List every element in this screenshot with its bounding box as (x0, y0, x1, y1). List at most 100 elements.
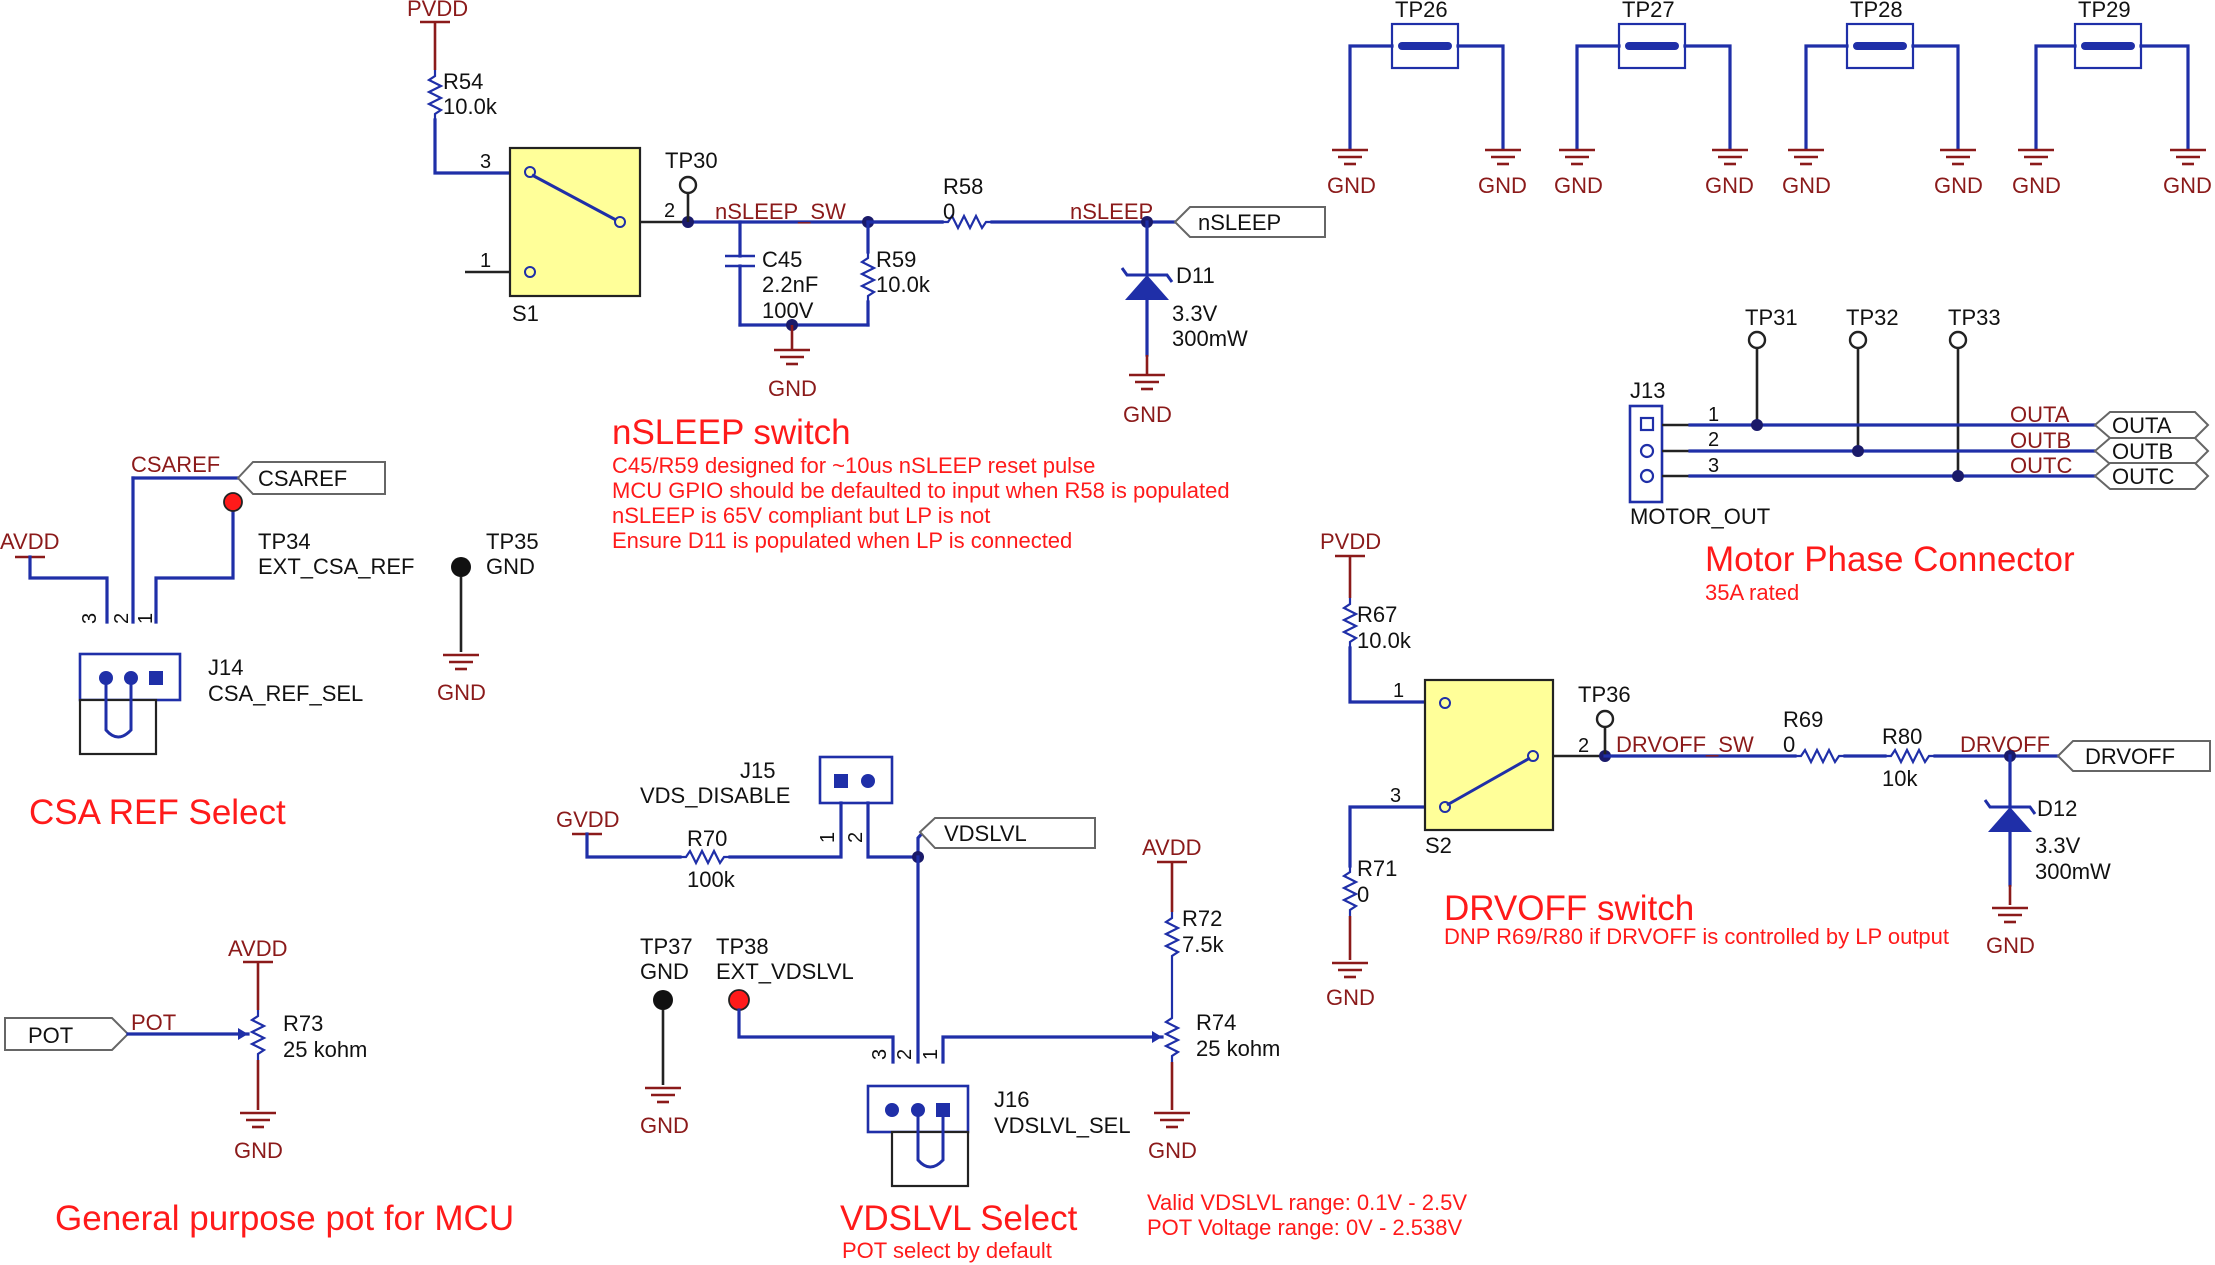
j14-jumper-icon (78, 698, 158, 756)
outb-flag-text: OUTB (2112, 439, 2173, 464)
pot-flag-icon (4, 1017, 130, 1051)
gnd-label-r73: GND (234, 1138, 283, 1163)
outa-flag-text: OUTA (2112, 413, 2172, 438)
c45-voltage: 100V (762, 298, 814, 323)
gnd-label-d12: GND (1986, 933, 2035, 958)
vdslvl-range2: POT Voltage range: 0V - 2.538V (1147, 1215, 1462, 1240)
j14-pin3: 3 (79, 613, 101, 624)
j15-pin2: 2 (845, 832, 867, 843)
vdslvl-section: J15 VDS_DISABLE GVDD R70 100k 1 2 VDSLVL… (556, 755, 1467, 1263)
avdd-label-r72: AVDD (1142, 835, 1202, 860)
tp36-ref: TP36 (1578, 682, 1631, 707)
r67-ref: R67 (1357, 602, 1397, 627)
gnd-icon-c45 (772, 348, 812, 366)
outc-flag-icon (2093, 462, 2210, 490)
motor-title: Motor Phase Connector (1705, 540, 2075, 579)
d12-zener-diode-icon (1988, 807, 2032, 832)
tp30-test-point-icon (678, 175, 698, 195)
gnd-icon-tp27b (1710, 148, 1750, 166)
j13-pin1: 1 (1708, 404, 1719, 426)
gnd-label-c45: GND (768, 376, 817, 401)
csaref-flag-icon (236, 461, 386, 495)
gnd-icon-d12 (1990, 906, 2030, 924)
s2-pin2: 2 (1578, 735, 1589, 757)
j16-pin3: 3 (869, 1049, 891, 1060)
j16-name: VDSLVL_SEL (994, 1113, 1131, 1138)
s1-pin3: 3 (480, 151, 491, 173)
c45-ref: C45 (762, 247, 802, 272)
r71-value: 0 (1357, 882, 1369, 907)
tp28-ref: TP28 (1850, 0, 1903, 22)
r69-ref: R69 (1783, 707, 1823, 732)
nsleep-note-4: Ensure D11 is populated when LP is conne… (612, 528, 1072, 553)
csaref-net: CSAREF (131, 452, 220, 477)
gnd-icon-tp29b (2168, 148, 2208, 166)
r74-ref: R74 (1196, 1010, 1236, 1035)
r59-ref: R59 (876, 247, 916, 272)
gnd-icon-tp28b (1938, 148, 1978, 166)
nsleep-flag-text: nSLEEP (1198, 210, 1281, 235)
s1-ref: S1 (512, 301, 539, 326)
vdslvl-flag-icon (918, 817, 1096, 849)
tp32-test-point-icon (1848, 330, 1868, 350)
tp26-group: TP26 GND GND (1327, 0, 1527, 198)
tp38-ref: TP38 (716, 934, 769, 959)
r72-ref: R72 (1182, 906, 1222, 931)
j16-jumper-icon (890, 1130, 970, 1188)
outc-flag-text: OUTC (2112, 464, 2174, 489)
tp29-ref: TP29 (2078, 0, 2131, 22)
r54-resistor-icon (427, 68, 443, 122)
tp34-test-point-icon (223, 492, 243, 512)
tp27-ref: TP27 (1622, 0, 1675, 22)
outa-net: OUTA (2010, 402, 2070, 427)
d11-value: 3.3V (1172, 301, 1218, 326)
tp37-test-point-icon (653, 990, 673, 1010)
gnd-label-tp26a: GND (1327, 173, 1376, 198)
nsleep-note-1: C45/R59 designed for ~10us nSLEEP reset … (612, 453, 1095, 478)
r71-resistor-icon (1342, 864, 1358, 918)
j14-pin1: 1 (135, 613, 157, 624)
s2-ref: S2 (1425, 833, 1452, 858)
nsleep-title: nSLEEP switch (612, 413, 851, 452)
tp33-test-point-icon (1948, 330, 1968, 350)
gnd-icon-tp37 (643, 1086, 683, 1104)
s2-pin3: 3 (1390, 785, 1401, 807)
tp36-test-point-icon (1595, 709, 1615, 729)
outb-net: OUTB (2010, 428, 2071, 453)
tp35-label: GND (486, 554, 535, 579)
gnd-label-tp28b: GND (1934, 173, 1983, 198)
r54-ref: R54 (443, 69, 483, 94)
vdslvl-flag-text: VDSLVL (944, 821, 1027, 846)
r73-value: 25 kohm (283, 1037, 367, 1062)
tp37-label: GND (640, 959, 689, 984)
nsleep-note-2: MCU GPIO should be defaulted to input wh… (612, 478, 1230, 503)
drvoff-section: PVDD R67 10.0k 1 3 R71 0 GND S2 2 TP36 D… (1320, 529, 2211, 1010)
csaref-flag-text: CSAREF (258, 466, 347, 491)
gnd-icon-tp27a (1557, 148, 1597, 166)
j13-name: MOTOR_OUT (1630, 504, 1770, 529)
s2-pin1: 1 (1393, 680, 1404, 702)
r59-resistor-icon (860, 250, 876, 304)
avdd-label-csa: AVDD (0, 529, 60, 554)
nsleep-sw-net: nSLEEP_SW (715, 199, 846, 224)
vdslvl-range1: Valid VDSLVL range: 0.1V - 2.5V (1147, 1190, 1467, 1215)
j15-header-connector-icon (818, 755, 894, 805)
tp38-test-point-icon (728, 989, 750, 1011)
r58-ref: R58 (943, 174, 983, 199)
gnd-icon-tp35 (441, 653, 481, 671)
nsleep-note-3: nSLEEP is 65V compliant but LP is not (612, 503, 990, 528)
tp26-ref: TP26 (1395, 0, 1448, 22)
r74-potentiometer-icon (1164, 1010, 1180, 1064)
c45-value: 2.2nF (762, 272, 818, 297)
pot-net: POT (131, 1010, 176, 1035)
tp34-ref: TP34 (258, 529, 311, 554)
tp34-label: EXT_CSA_REF (258, 554, 415, 579)
drvoff-flag-text: DRVOFF (2085, 744, 2175, 769)
gnd-label-r74: GND (1148, 1138, 1197, 1163)
r67-resistor-icon (1342, 596, 1358, 650)
gnd-label-tp27a: GND (1554, 173, 1603, 198)
vdslvl-title: VDSLVL Select (840, 1199, 1078, 1238)
r73-ref: R73 (283, 1011, 323, 1036)
csa-section: CSAREF CSAREF AVDD TP34 EXT_CSA_REF 3 2 … (0, 452, 539, 832)
